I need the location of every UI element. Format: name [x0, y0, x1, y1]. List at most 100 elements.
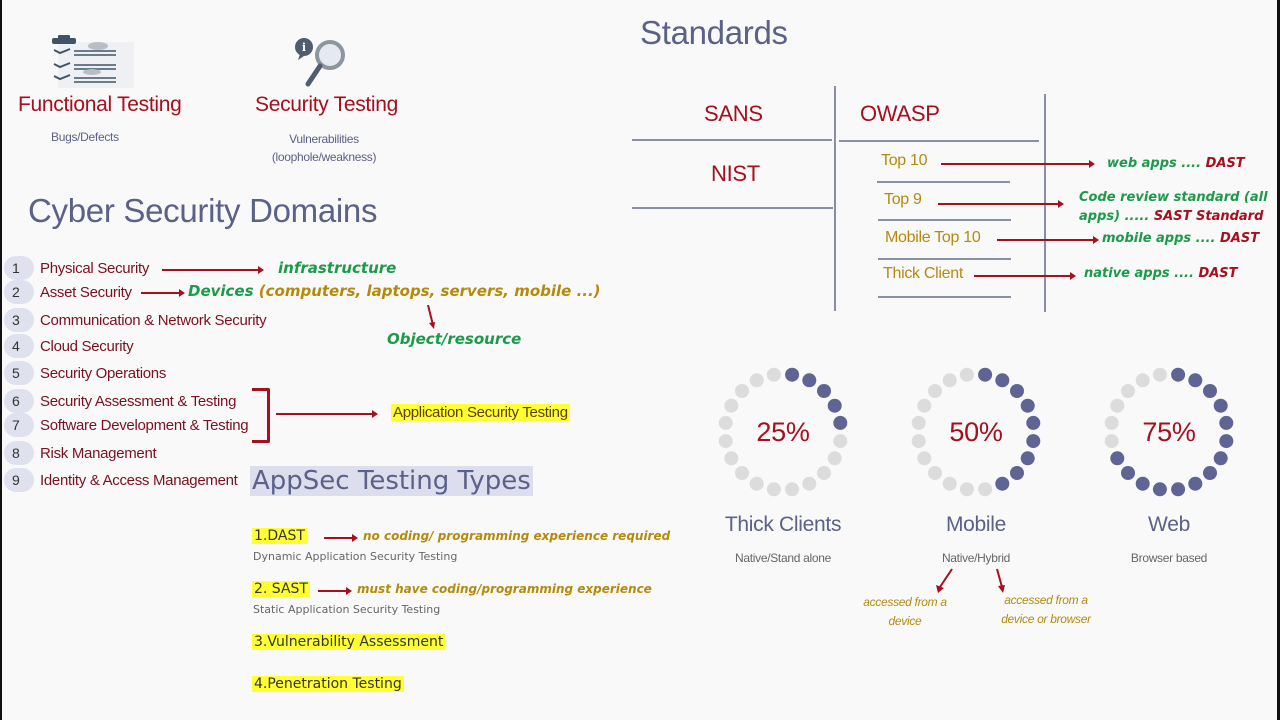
- domain-label: Security Assessment & Testing: [40, 392, 237, 410]
- ring-dot-filled: [995, 476, 1010, 491]
- ring-dot-filled: [817, 384, 831, 398]
- appsec-type-vulnerability-assessment: 3.Vulnerability Assessment: [252, 634, 446, 650]
- divider: [877, 181, 1010, 183]
- ring-dot-filled: [1188, 373, 1203, 388]
- client-title-web: Web: [1148, 513, 1190, 536]
- ring-dot-empty: [928, 384, 942, 398]
- divider: [878, 296, 1011, 298]
- domain-label: Security Operations: [40, 364, 167, 382]
- ring-dot-filled: [1020, 398, 1035, 413]
- ring-dot-filled: [1213, 451, 1228, 466]
- ring-dot-empty: [942, 476, 957, 491]
- domain-label: Risk Management: [40, 444, 157, 462]
- progress-ring-thick-clients: 25%: [718, 367, 848, 497]
- ring-dot-filled: [1171, 367, 1186, 382]
- client-subtitle-mobile: Native/Hybrid: [941, 551, 1011, 565]
- client-subtitle-thick: Native/Stand alone: [734, 551, 831, 565]
- owasp-top9-desc: Code review standard (all apps) ..... SA…: [1079, 188, 1268, 226]
- percent-label: 25%: [756, 416, 810, 447]
- ring-dot-empty: [1110, 398, 1125, 413]
- functional-testing-title: Functional Testing: [18, 93, 182, 116]
- desc-red: DAST: [1219, 231, 1260, 246]
- functional-testing-subtitle: Bugs/Defects: [51, 130, 119, 144]
- ring-dot-empty: [735, 466, 749, 480]
- ring-dot-empty: [1121, 384, 1135, 398]
- domain-item: 4 Cloud Security: [4, 334, 134, 358]
- ring-dot-empty: [917, 398, 932, 413]
- desc-red: DAST: [1198, 266, 1238, 281]
- ring-dot-filled: [1010, 466, 1024, 480]
- domain-number-badge: 1: [4, 256, 34, 280]
- ring-dot-filled: [1152, 482, 1167, 497]
- domain-item: 1 Physical Security: [4, 256, 149, 280]
- desc-green-line1: Code review standard (all: [1079, 190, 1268, 205]
- ring-dot-empty: [718, 434, 733, 449]
- domains-title: Cyber Security Domains: [28, 192, 378, 229]
- owasp-top10-desc: web apps .... DAST: [1107, 154, 1245, 173]
- appsec-annotation: Application Security Testing: [391, 404, 570, 421]
- arrow-right-icon: [938, 200, 1064, 208]
- ring-dot-filled: [1026, 415, 1041, 430]
- domain-item: 3 Communication & Network Security: [4, 308, 267, 332]
- ring-dot-empty: [766, 367, 781, 382]
- ring-dot-filled: [1203, 466, 1217, 480]
- divider: [839, 140, 1039, 142]
- desc-green: native apps ....: [1084, 266, 1194, 281]
- ring-dot-empty: [724, 398, 739, 413]
- sast-subtitle: Static Application Security Testing: [253, 603, 441, 616]
- ring-dot-empty: [749, 476, 764, 491]
- progress-ring-web: 75%: [1104, 367, 1234, 497]
- arrow-right-icon: [318, 587, 352, 595]
- dast-note: no coding/ programming experience requir…: [363, 529, 671, 543]
- checklist-clipboard-icon: [48, 34, 136, 90]
- domain-label: Software Development & Testing: [40, 416, 249, 434]
- appsec-type-sast: 2. SAST: [252, 581, 310, 597]
- domain-label: Asset Security: [40, 283, 132, 301]
- owasp-top10: Top 10: [881, 152, 928, 169]
- owasp-mobile-top10: Mobile Top 10: [885, 229, 981, 246]
- ring-dot-filled: [1020, 451, 1035, 466]
- owasp-thick-desc: native apps .... DAST: [1084, 264, 1238, 283]
- mobile-split-arrows-icon: [922, 567, 1032, 595]
- ring-dot-empty: [1104, 415, 1119, 430]
- domain-number-badge: 3: [4, 308, 34, 332]
- security-testing-subtitle: Vulnerabilities (loophole/weakness): [270, 130, 378, 166]
- ring-dot-empty: [959, 482, 974, 497]
- domain-number-badge: 9: [4, 468, 34, 492]
- divider: [834, 86, 836, 311]
- arrow-right-icon: [974, 272, 1076, 280]
- mobile-note-device: accessed from a device: [863, 595, 947, 628]
- progress-ring-mobile: 50%: [911, 367, 1041, 497]
- ring-dot-empty: [917, 451, 932, 466]
- ring-dot-filled: [995, 373, 1010, 388]
- desc-green: web apps ....: [1107, 156, 1202, 171]
- infrastructure-annotation: infrastructure: [278, 259, 397, 277]
- ring-dot-filled: [1219, 434, 1234, 449]
- desc-red: DAST: [1205, 156, 1245, 171]
- divider: [878, 258, 1011, 260]
- devices-examples: (computers, laptops, servers, mobile ...…: [258, 282, 601, 300]
- ring-dot-empty: [724, 451, 739, 466]
- svg-text:i: i: [302, 41, 306, 54]
- arrow-right-icon: [276, 410, 378, 418]
- ring-dot-filled: [785, 367, 800, 382]
- ring-dot-filled: [1110, 451, 1125, 466]
- ring-dot-empty: [735, 384, 749, 398]
- domain-item: 2 Asset Security: [4, 280, 132, 304]
- arrow-down-icon: [424, 304, 438, 331]
- ring-dot-filled: [1171, 482, 1186, 497]
- ring-dot-filled: [978, 367, 993, 382]
- domain-label: Identity & Access Management: [40, 471, 238, 489]
- ring-dot-empty: [978, 482, 993, 497]
- devices-annotation: Devices (computers, laptops, servers, mo…: [188, 282, 601, 300]
- divider: [878, 219, 1011, 221]
- percent-label: 75%: [1142, 416, 1196, 447]
- domain-number-badge: 8: [4, 441, 34, 465]
- ring-dot-filled: [1010, 384, 1024, 398]
- domain-item: 9 Identity & Access Management: [4, 468, 238, 492]
- ring-dot-empty: [911, 434, 926, 449]
- arrow-right-icon: [997, 236, 1099, 244]
- desc-green-line2: apps) .....: [1079, 209, 1150, 224]
- owasp-thick-client: Thick Client: [883, 265, 963, 282]
- devices-label: Devices: [188, 282, 254, 300]
